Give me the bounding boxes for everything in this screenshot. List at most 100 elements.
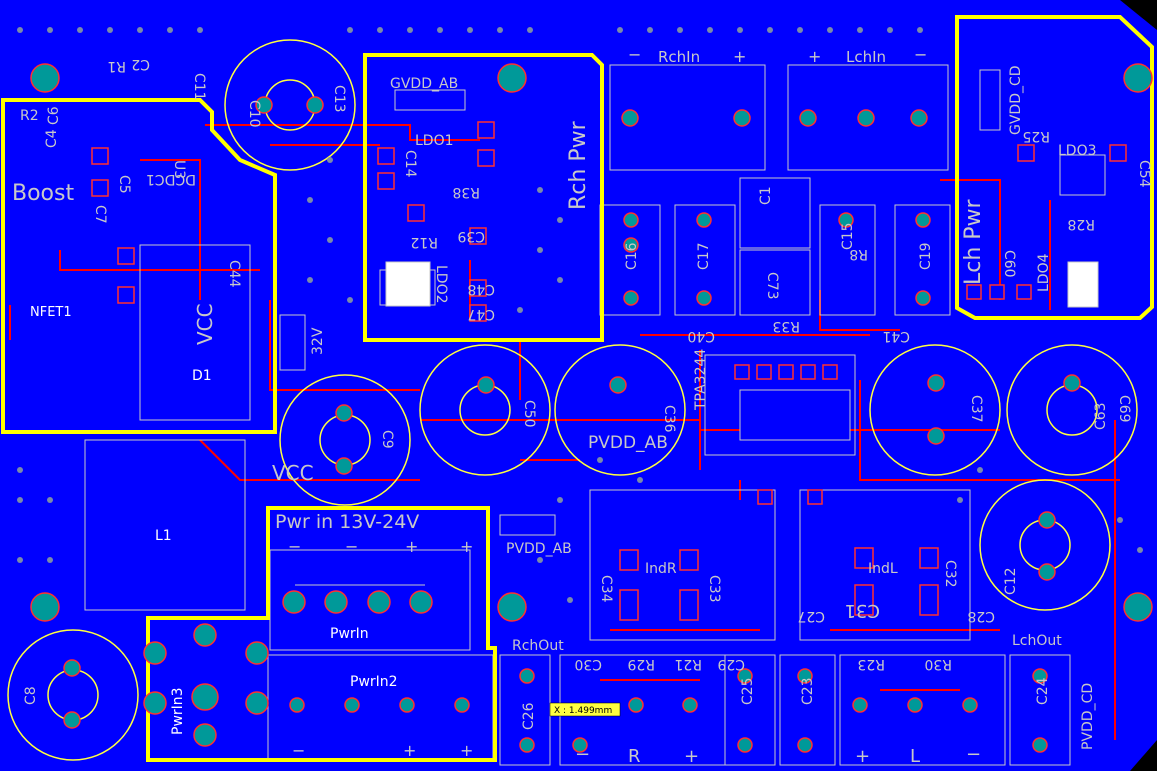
label-lchin: LchIn — [846, 48, 886, 66]
label-pwrin: PwrIn — [330, 626, 369, 642]
label-c24: C24 — [1035, 677, 1051, 705]
label-boost: Boost — [12, 181, 74, 206]
label-tpa: TPA3244 — [693, 349, 709, 411]
label-c1: C1 — [758, 186, 774, 205]
label-dcdc1: DCDC1 — [146, 171, 196, 187]
label-c40: C40 — [687, 328, 715, 344]
label-u3: U3 — [171, 160, 187, 179]
label-r33: R33 — [772, 318, 800, 334]
copper-traces — [9, 124, 1120, 740]
label-gvdd-ab: GVDD_AB — [390, 76, 458, 92]
via-grid — [17, 27, 1143, 603]
label-lchout: LchOut — [1012, 633, 1062, 649]
label-out-minus-r: − — [575, 744, 590, 765]
label-pwr2-pin-2: + — [403, 741, 416, 760]
label-c63: C63 — [1093, 402, 1109, 430]
label-pwr-pin-3: + — [405, 537, 418, 556]
label-c13: C13 — [331, 85, 347, 113]
cursor-readout: X : 1.499mm — [554, 706, 612, 716]
label-out-minus-l: − — [966, 744, 981, 765]
label-r29: R29 — [627, 656, 655, 672]
label-ldo4: LDO4 — [1036, 253, 1052, 292]
label-pwrin3: PwrIn3 — [170, 687, 186, 735]
label-ldo3: LDO3 — [1058, 143, 1097, 159]
label-r23: R23 — [857, 656, 885, 672]
ldo4-ic — [1067, 261, 1099, 308]
smd-pads — [91, 121, 1127, 621]
label-r21: R21 — [674, 656, 702, 672]
label-pwr2-pin-1: − — [292, 741, 305, 760]
label-c14: C14 — [402, 150, 418, 178]
label-r1: R1 — [107, 58, 126, 74]
label-indl: IndL — [868, 561, 898, 577]
label-r25: R25 — [1022, 128, 1050, 144]
label-pwr-pin-2: − — [345, 537, 358, 556]
label-r12: R12 — [410, 234, 438, 250]
label-lchin-minus: − — [914, 45, 927, 64]
label-r38: R38 — [452, 184, 480, 200]
label-r-out: R — [628, 746, 641, 767]
label-c10: C10 — [246, 100, 262, 128]
label-c32: C32 — [942, 560, 958, 588]
label-out-plus-r: + — [684, 746, 699, 767]
label-r8: R8 — [849, 246, 868, 262]
label-c27: C27 — [797, 608, 825, 624]
label-c31: C31 — [845, 600, 880, 621]
label-pvdd-cd: PVDD_CD — [1080, 683, 1096, 750]
label-ldo2: LDO2 — [433, 265, 449, 304]
label-lchin-plus: + — [808, 47, 821, 66]
label-c36: C36 — [661, 405, 677, 433]
label-c48: C48 — [467, 281, 495, 297]
label-r30: R30 — [924, 656, 952, 672]
label-c33: C33 — [706, 575, 722, 603]
label-c15: C15 — [840, 222, 856, 250]
label-c26: C26 — [521, 702, 537, 730]
label-rchout: RchOut — [512, 638, 564, 654]
label-c28: C28 — [967, 608, 995, 624]
label-c11: C11 — [191, 73, 207, 101]
label-c7: C7 — [92, 205, 108, 224]
label-pvdd-ab: PVDD_AB — [588, 433, 668, 453]
cursor-readout-box — [549, 702, 621, 717]
pads — [30, 63, 1153, 753]
label-c25: C25 — [740, 677, 756, 705]
label-c6: C6 — [46, 106, 62, 125]
label-c41: C41 — [882, 328, 910, 344]
label-pwr2-pin-3: + — [460, 741, 473, 760]
label-ldo1: LDO1 — [415, 133, 454, 149]
label-rchin: RchIn — [658, 48, 700, 66]
label-c23: C23 — [800, 677, 816, 705]
label-rchin-plus: + — [733, 47, 746, 66]
label-c9: C9 — [379, 430, 395, 449]
label-vcc-mid: VCC — [272, 461, 314, 485]
label-c16: C16 — [624, 242, 640, 270]
label-c69: C69 — [1116, 395, 1132, 423]
label-c12: C12 — [1003, 567, 1019, 595]
label-c19: C19 — [918, 242, 934, 270]
label-c50: C50 — [521, 400, 537, 428]
label-c5: C5 — [116, 175, 132, 194]
label-lch-pwr: Lch Pwr — [961, 198, 986, 285]
label-rchin-minus: − — [628, 45, 641, 64]
label-r2: R2 — [20, 108, 39, 124]
label-c47: C47 — [467, 306, 495, 322]
label-c29: C29 — [717, 656, 745, 672]
label-nfet1: NFET1 — [30, 305, 72, 320]
tpa-ic-pad — [739, 389, 851, 441]
room-highlights — [1, 15, 1154, 762]
label-c60: C60 — [1001, 250, 1017, 278]
label-pwr-in: Pwr in 13V-24V — [275, 511, 419, 533]
label-c34: C34 — [598, 575, 614, 603]
label-r28: R28 — [1067, 216, 1095, 232]
label-pwr-pin-4: + — [460, 537, 473, 556]
label-c8: C8 — [23, 686, 39, 705]
label-pwr-pin-1: − — [288, 537, 301, 556]
label-l-out: L — [910, 746, 920, 767]
label-32v: 32V — [310, 327, 326, 355]
label-c54: C54 — [1136, 160, 1152, 188]
label-pwrin2: PwrIn2 — [350, 674, 398, 690]
label-rch-pwr: Rch Pwr — [566, 120, 591, 210]
label-vcc-left: VCC — [193, 303, 217, 345]
